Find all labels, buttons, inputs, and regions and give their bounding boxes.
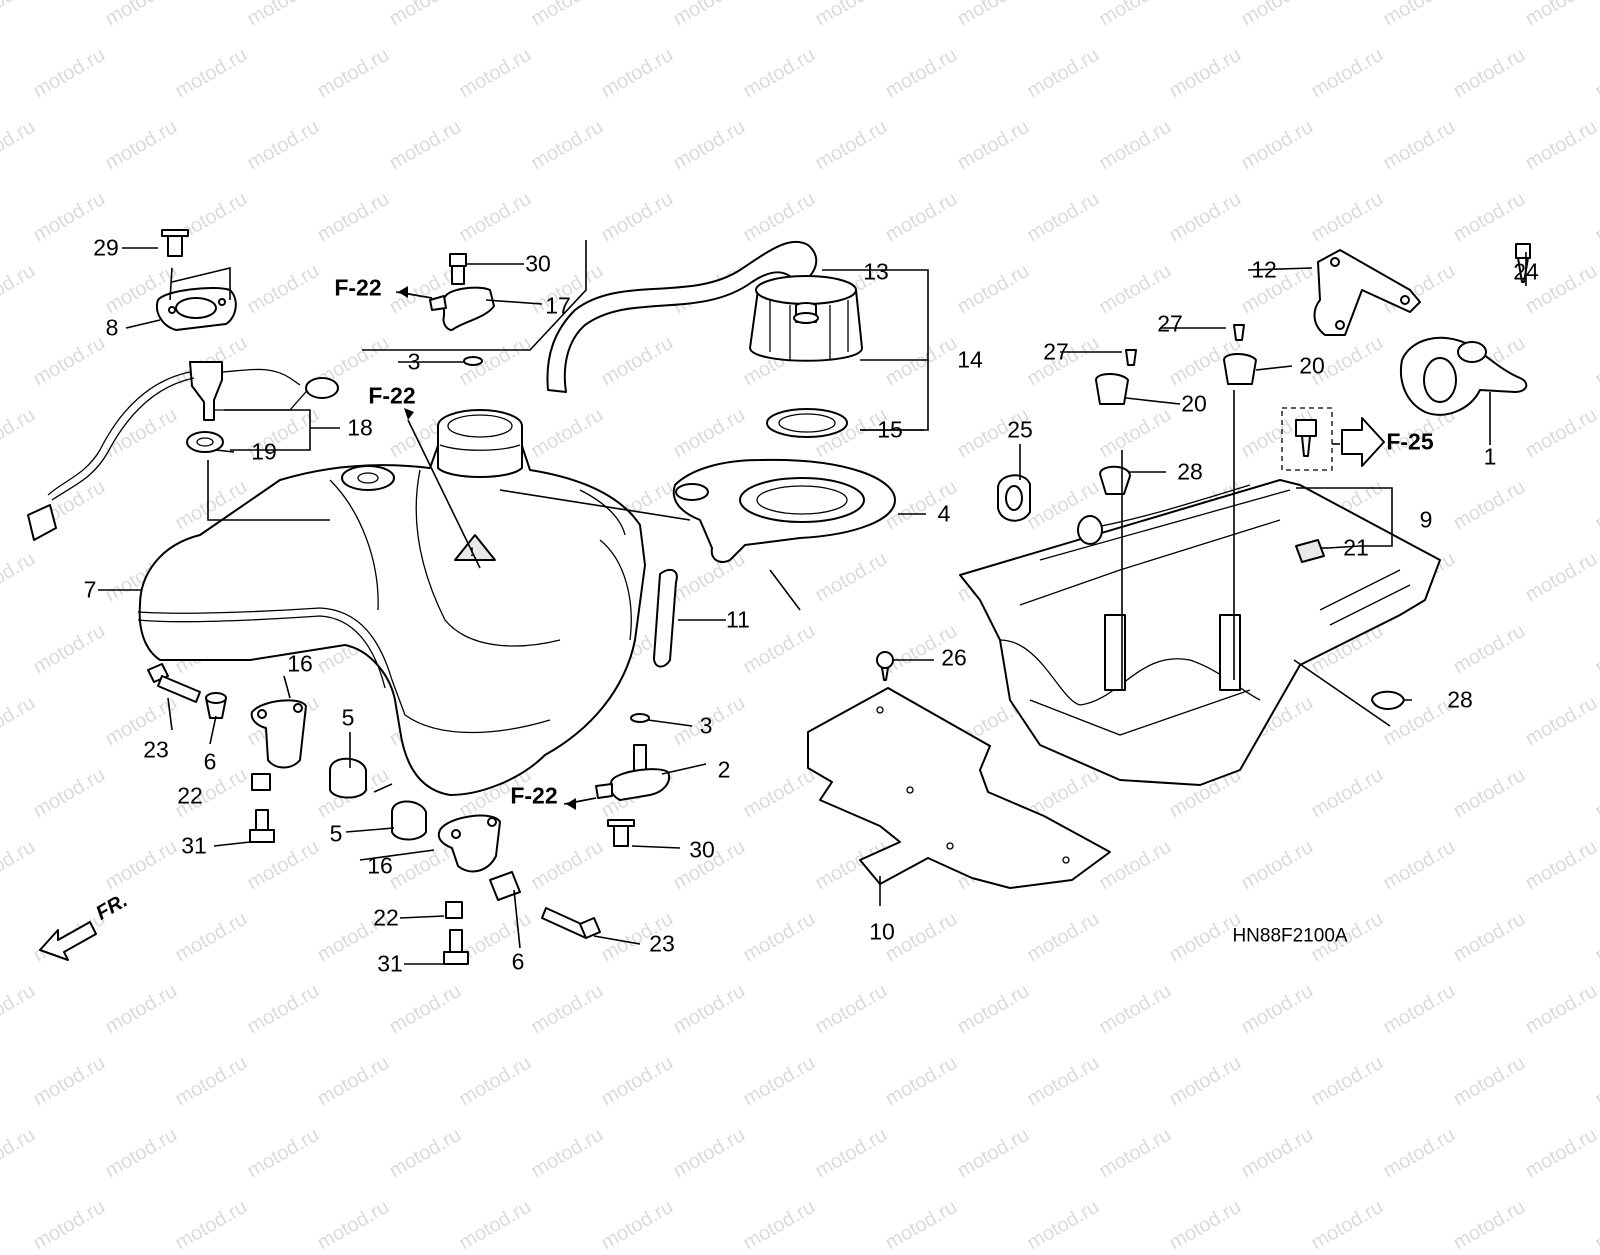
ref-label-f22: F-22	[334, 274, 382, 301]
callout-10: 10	[869, 918, 895, 945]
watermark-text: motod.ru	[29, 1195, 109, 1255]
fuel-hose-and-cap	[546, 240, 896, 563]
watermark-text: motod.ru	[1307, 1195, 1387, 1255]
callout-31: 31	[377, 950, 403, 977]
diagram-drawing: !	[27, 229, 1531, 965]
callout-1: 1	[1483, 443, 1497, 470]
fuel-pump-assembly	[27, 229, 339, 541]
callout-23: 23	[649, 930, 675, 957]
ref-label-f25: F-25	[1386, 428, 1434, 455]
callout-27: 27	[1157, 310, 1183, 337]
callout-12: 12	[1251, 256, 1277, 283]
callout-3: 3	[407, 348, 421, 375]
callout-26: 26	[941, 644, 967, 671]
callout-14: 14	[957, 346, 983, 373]
ref-arrows	[397, 286, 597, 810]
callout-21: 21	[1343, 534, 1369, 561]
watermark-text: motod.ru	[739, 1195, 819, 1255]
callout-13: 13	[863, 258, 889, 285]
watermark-text: motod.ru	[1449, 1195, 1529, 1255]
callout-2: 2	[717, 756, 731, 783]
joint-valve-top	[429, 253, 495, 366]
callout-30: 30	[525, 250, 551, 277]
watermark-text: motod.ru	[1023, 1195, 1103, 1255]
callout-11: 11	[726, 606, 750, 633]
callout-24: 24	[1513, 258, 1539, 285]
heat-guard-plate	[807, 687, 1111, 889]
callout-15: 15	[877, 416, 903, 443]
watermark-text: motod.ru	[171, 1195, 251, 1255]
watermark-text: motod.ru	[313, 1195, 393, 1255]
callout-5: 5	[329, 820, 343, 847]
ref-label-f22: F-22	[368, 382, 416, 409]
callout-30: 30	[689, 836, 715, 863]
callout-22: 22	[373, 904, 399, 931]
callout-17: 17	[545, 292, 571, 319]
callout-28: 28	[1447, 686, 1473, 713]
callout-22: 22	[177, 782, 203, 809]
callout-27: 27	[1043, 338, 1069, 365]
callout-20: 20	[1299, 352, 1325, 379]
callout-6: 6	[203, 748, 217, 775]
watermark-text: motod.ru	[1591, 1195, 1600, 1255]
callout-16: 16	[367, 852, 393, 879]
watermark-text: motod.ru	[455, 1195, 535, 1255]
diagram-code: HN88F2100A	[1232, 925, 1348, 947]
callout-5: 5	[341, 704, 355, 731]
fuel-tank: !	[137, 409, 646, 796]
watermark-text: motod.ru	[881, 1195, 961, 1255]
callout-20: 20	[1181, 390, 1207, 417]
callout-29: 29	[93, 234, 119, 261]
callout-23: 23	[143, 736, 169, 763]
ref-label-f22: F-22	[510, 782, 558, 809]
callout-3: 3	[699, 712, 713, 739]
watermark-text: motod.ru	[597, 1195, 677, 1255]
callout-31: 31	[181, 832, 207, 859]
callout-16: 16	[287, 650, 313, 677]
callout-4: 4	[937, 500, 951, 527]
watermark-text: motod.ru	[1165, 1195, 1245, 1255]
callout-19: 19	[251, 438, 277, 465]
callout-8: 8	[105, 314, 119, 341]
joint-valve-bottom	[595, 713, 670, 847]
callout-6: 6	[511, 948, 525, 975]
callout-28: 28	[1177, 458, 1203, 485]
callout-25: 25	[1007, 416, 1033, 443]
callout-7: 7	[83, 576, 97, 603]
callout-9: 9	[1419, 506, 1433, 533]
callout-18: 18	[347, 414, 373, 441]
front-direction-arrow	[39, 921, 97, 961]
mounting-hardware	[147, 568, 678, 965]
